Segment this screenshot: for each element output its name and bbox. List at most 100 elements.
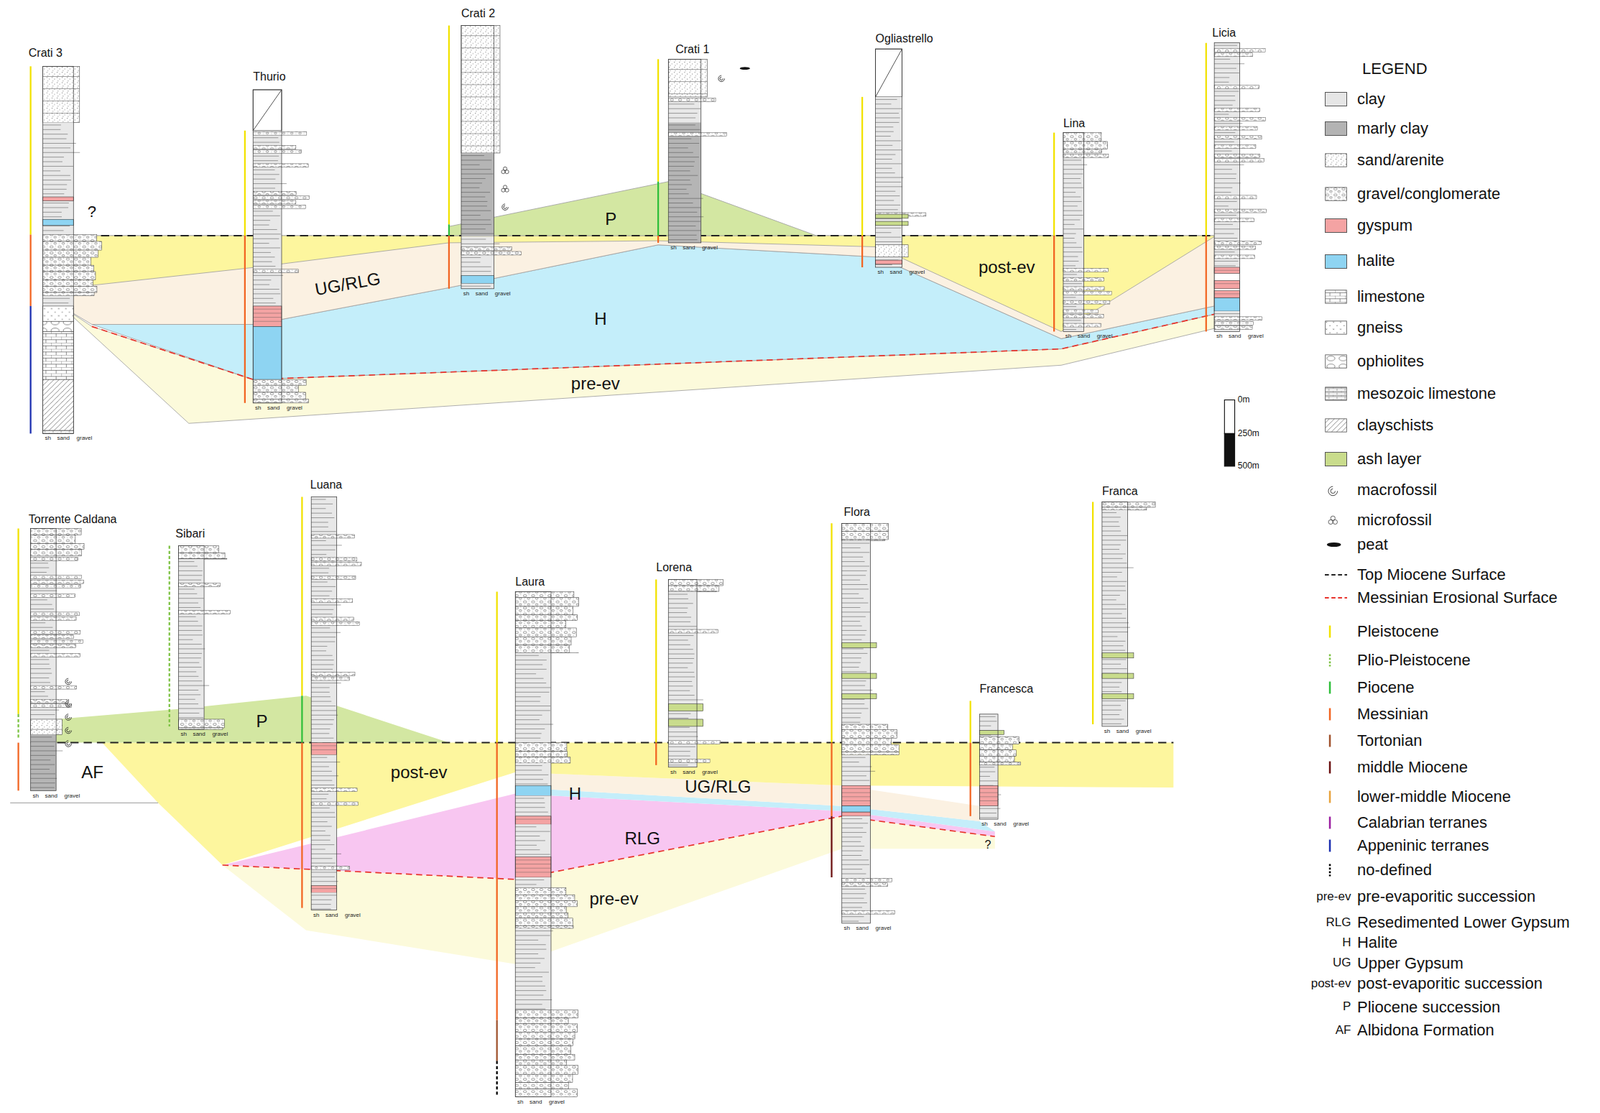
bed-line bbox=[842, 657, 862, 659]
bed-line bbox=[178, 712, 200, 714]
gravel-stringer bbox=[1214, 218, 1254, 223]
top-miocene-surface bbox=[61, 234, 1215, 237]
legend-line bbox=[1324, 574, 1348, 576]
bed-line bbox=[178, 657, 202, 659]
unit-label: AF bbox=[81, 762, 107, 782]
bed-line bbox=[461, 233, 494, 235]
bed-line bbox=[668, 179, 690, 181]
bed-line bbox=[252, 312, 282, 314]
halite-interval bbox=[461, 275, 494, 284]
gravel-stringer bbox=[1214, 107, 1261, 112]
bed-line bbox=[842, 841, 861, 843]
gravel-bed bbox=[43, 257, 92, 266]
gravel-stringer bbox=[1063, 290, 1112, 295]
age-bar bbox=[657, 181, 659, 236]
bed-line bbox=[842, 699, 866, 700]
bed-line bbox=[1102, 562, 1127, 564]
bed-line bbox=[668, 653, 695, 655]
bed-line bbox=[252, 308, 282, 310]
bed-line bbox=[842, 551, 871, 553]
gravel-stringer bbox=[1214, 316, 1262, 321]
microfossil-symbol bbox=[502, 185, 507, 189]
bed-line bbox=[1214, 91, 1239, 92]
bed-line bbox=[668, 175, 698, 177]
bed-line bbox=[178, 699, 196, 700]
legend-text: no-defined bbox=[1357, 861, 1432, 879]
bed-line bbox=[515, 967, 536, 968]
bed-line bbox=[1102, 544, 1121, 546]
gravel-bed bbox=[515, 925, 574, 929]
bed-line bbox=[252, 169, 275, 171]
bed-line bbox=[311, 888, 337, 889]
gravel-stringer bbox=[311, 561, 362, 566]
well-name: Crati 1 bbox=[675, 43, 710, 57]
bed-line bbox=[178, 662, 200, 664]
gravel-bed bbox=[515, 1010, 578, 1019]
bed-line bbox=[842, 584, 868, 585]
bed-line bbox=[668, 616, 692, 618]
bed-line bbox=[178, 607, 202, 608]
abbreviation-code: pre-ev bbox=[1316, 890, 1351, 904]
bed-line bbox=[842, 757, 866, 758]
age-bar bbox=[301, 695, 303, 743]
legend-heading: LEGEND bbox=[1362, 60, 1427, 78]
stratigraphic-unit: P bbox=[604, 209, 620, 229]
bed-line bbox=[515, 655, 539, 656]
age-bar bbox=[1092, 502, 1094, 725]
bed-line bbox=[1063, 329, 1077, 330]
legend-swatch bbox=[1324, 218, 1348, 233]
bed-line bbox=[461, 155, 485, 156]
scale-label: sand bbox=[993, 821, 1006, 828]
bed-line bbox=[252, 293, 281, 294]
bed-line bbox=[515, 709, 551, 711]
gravel-bed bbox=[43, 241, 103, 251]
well-log bbox=[169, 546, 231, 730]
bed-line bbox=[461, 173, 494, 175]
bed-line bbox=[311, 645, 327, 647]
bed-line bbox=[979, 796, 998, 797]
bed-line bbox=[1063, 242, 1077, 243]
bed-line bbox=[842, 597, 864, 599]
stratigraphic-unit: H bbox=[594, 309, 610, 329]
bed-line bbox=[1214, 283, 1241, 284]
bed-line bbox=[1063, 168, 1084, 170]
gravel-bed bbox=[515, 627, 577, 637]
bed-line bbox=[1214, 122, 1243, 124]
legend-sample bbox=[1324, 680, 1348, 695]
bed-line bbox=[875, 154, 896, 156]
bed-line bbox=[311, 811, 335, 813]
legend-pattern bbox=[1324, 387, 1347, 401]
well-name: Luana bbox=[310, 478, 343, 492]
bed-line bbox=[461, 159, 492, 161]
bed-line bbox=[30, 782, 56, 784]
ash-interval bbox=[1102, 653, 1134, 659]
gravel-stringer bbox=[30, 644, 77, 649]
unit-label: RLG bbox=[625, 829, 664, 848]
well-log bbox=[30, 66, 103, 434]
bed-line bbox=[515, 863, 552, 865]
upper-gypsum-unit bbox=[61, 235, 1215, 339]
bed-line bbox=[1063, 210, 1082, 212]
bed-line bbox=[30, 755, 56, 756]
bed-line bbox=[1063, 237, 1075, 239]
clay-interval bbox=[515, 824, 552, 857]
well-log bbox=[301, 496, 362, 910]
marly-interval bbox=[668, 122, 701, 243]
bed-line bbox=[1214, 95, 1236, 97]
legend-line bbox=[1328, 839, 1331, 853]
gypsum-interval bbox=[43, 196, 75, 202]
gypsum-interval bbox=[979, 785, 998, 806]
bed-line bbox=[979, 792, 998, 794]
bed-line bbox=[30, 673, 53, 674]
legend-text: clay bbox=[1357, 90, 1386, 108]
bed-line bbox=[668, 68, 707, 70]
bed-line bbox=[875, 264, 893, 266]
bed-line bbox=[43, 76, 80, 77]
well-outline bbox=[979, 714, 998, 820]
gravel-stringer bbox=[1214, 53, 1253, 57]
halite-interval bbox=[515, 785, 552, 796]
bed-line bbox=[311, 807, 330, 809]
well-outline bbox=[1102, 502, 1128, 727]
gravel-stringer bbox=[252, 200, 297, 205]
bed-line bbox=[875, 158, 893, 160]
